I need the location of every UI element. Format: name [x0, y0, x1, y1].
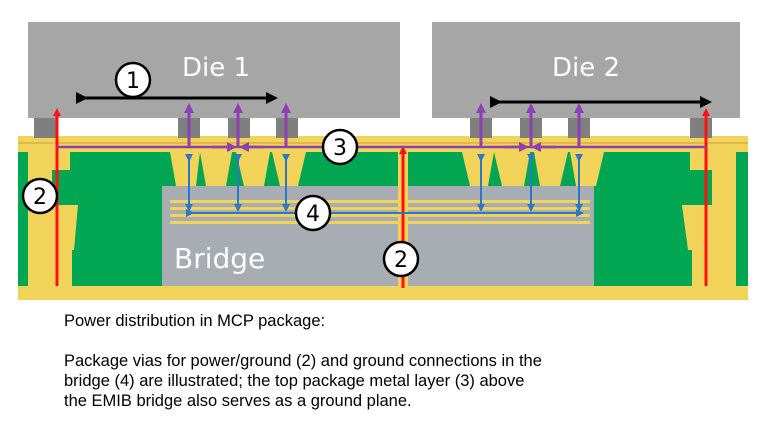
svg-text:1: 1 — [126, 69, 140, 94]
caption-title: Power distribution in MCP package: — [64, 312, 326, 330]
svg-text:2: 2 — [394, 248, 408, 273]
callout-1: 1 — [114, 61, 152, 99]
callout-4: 4 — [294, 194, 332, 232]
caption-line-2: bridge (4) are illustrated; the top pack… — [64, 372, 525, 390]
callout-2-center: 2 — [382, 240, 420, 278]
die-1-label: Die 1 — [182, 53, 250, 83]
callout-3: 3 — [321, 128, 359, 166]
callout-2-left: 2 — [21, 177, 59, 215]
die-bumps — [34, 118, 712, 138]
die-2-label: Die 2 — [552, 53, 620, 83]
signal-up-arrows — [184, 103, 584, 147]
svg-text:3: 3 — [333, 136, 347, 161]
mcp-package-diagram: Die 1 Die 2 Bridge 1 — [18, 22, 748, 300]
svg-text:4: 4 — [306, 202, 320, 227]
svg-text:2: 2 — [33, 185, 47, 210]
bottom-metal-layer — [18, 286, 748, 300]
caption: Power distribution in MCP package: Packa… — [64, 311, 754, 411]
bridge-label: Bridge — [174, 242, 265, 275]
caption-line-1: Package vias for power/ground (2) and gr… — [64, 352, 542, 370]
top-metal-line — [18, 142, 748, 144]
caption-line-3: the EMIB bridge also serves as a ground … — [64, 392, 412, 410]
ground-vertical-arrows — [185, 154, 583, 212]
